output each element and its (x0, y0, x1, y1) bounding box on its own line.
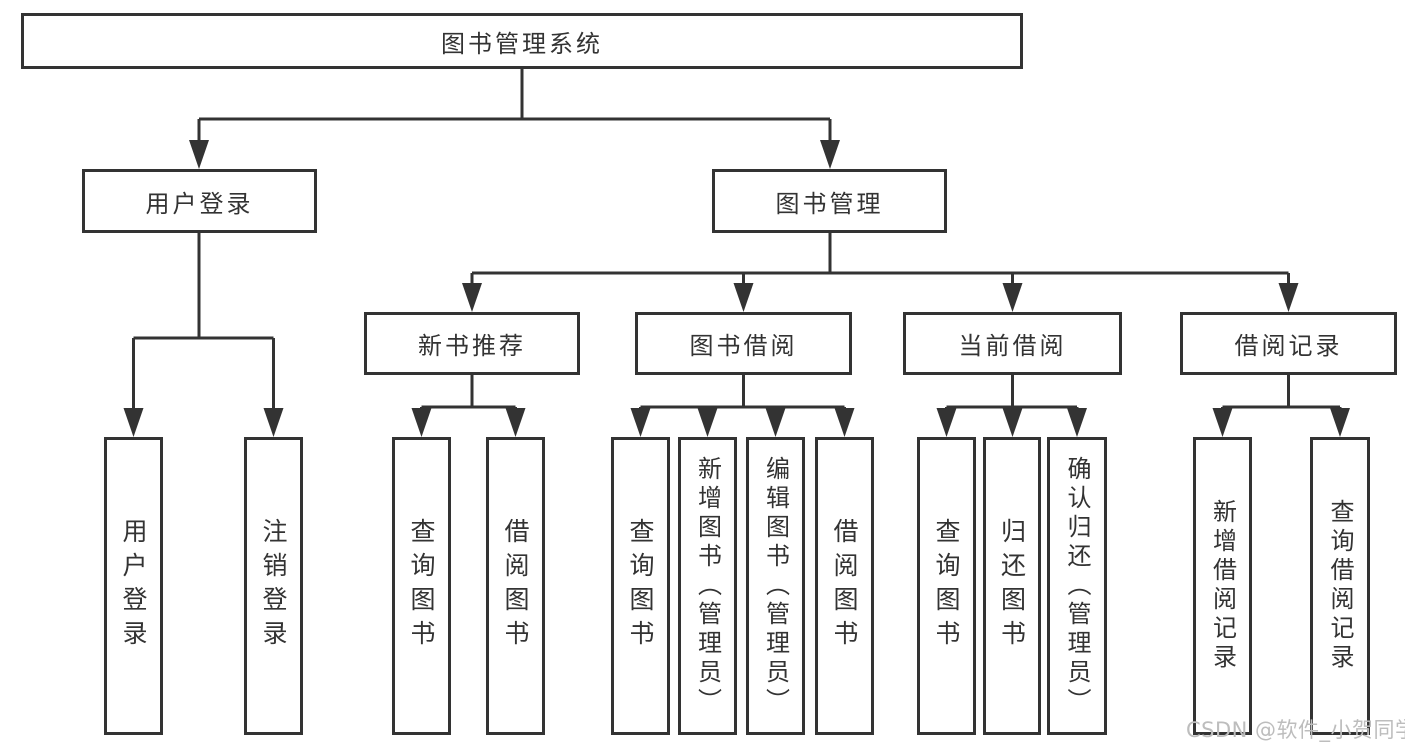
node-borrowing-records: 借阅记录 (1180, 312, 1397, 375)
leaf-bb-borrow-books: 借阅图书 (815, 437, 874, 735)
node-book-management: 图书管理 (712, 169, 947, 233)
node-user-login: 用户登录 (82, 169, 317, 233)
leaf-cb-confirm-return-admin: 确认归还（管理员） (1047, 437, 1107, 735)
csdn-watermark: CSDN @软件_小贺同学 (1186, 718, 1405, 742)
leaf-br-query-record: 查询借阅记录 (1310, 437, 1370, 735)
leaf-bb-query-books: 查询图书 (611, 437, 670, 735)
leaf-rec-query-books: 查询图书 (392, 437, 451, 735)
leaf-bb-edit-books-admin: 编辑图书（管理员） (746, 437, 805, 735)
leaf-logout: 注销登录 (244, 437, 303, 735)
leaf-bb-add-books-admin: 新增图书（管理员） (678, 437, 737, 735)
node-new-book-recommend: 新书推荐 (364, 312, 580, 375)
leaf-cb-query-books: 查询图书 (917, 437, 976, 735)
node-root-title: 图书管理系统 (21, 13, 1023, 69)
node-current-borrowing: 当前借阅 (903, 312, 1122, 375)
leaf-cb-return-books: 归还图书 (983, 437, 1041, 735)
node-book-borrowing: 图书借阅 (635, 312, 852, 375)
arrowheads (123, 140, 1350, 437)
leaf-rec-borrow-books: 借阅图书 (486, 437, 545, 735)
leaf-user-login: 用户登录 (104, 437, 163, 735)
leaf-br-add-record: 新增借阅记录 (1193, 437, 1252, 735)
